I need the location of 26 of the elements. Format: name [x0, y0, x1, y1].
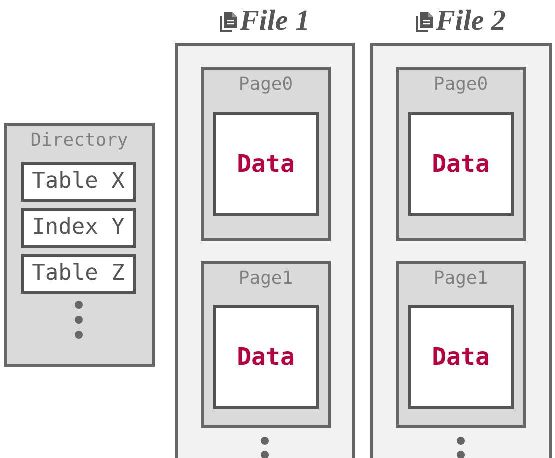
entry-label: Index Y	[32, 217, 125, 239]
page-box	[396, 67, 526, 241]
data-box	[213, 305, 319, 409]
entry-box	[21, 162, 136, 202]
entry-box	[21, 208, 136, 248]
page-label: Page0	[238, 76, 294, 94]
directory-panel	[4, 123, 155, 367]
page-box	[396, 261, 526, 428]
file-title: File 2	[436, 7, 506, 36]
page-box	[201, 67, 331, 241]
data-label: Data	[432, 152, 490, 176]
page-label: Page1	[432, 270, 490, 288]
data-label: Data	[237, 345, 295, 369]
data-box	[408, 112, 514, 216]
page-box	[201, 261, 331, 428]
entry-label: Table X	[32, 171, 125, 193]
data-box	[213, 112, 319, 216]
entry-label: Table Z	[32, 263, 125, 285]
data-label: Data	[432, 345, 490, 369]
page-label: Page1	[238, 270, 294, 288]
directory-title: Directory	[30, 132, 130, 150]
file-title: File 1	[240, 7, 310, 36]
data-box	[408, 305, 514, 409]
page-label: Page0	[432, 76, 490, 94]
entry-box	[21, 254, 136, 294]
data-label: Data	[237, 152, 295, 176]
